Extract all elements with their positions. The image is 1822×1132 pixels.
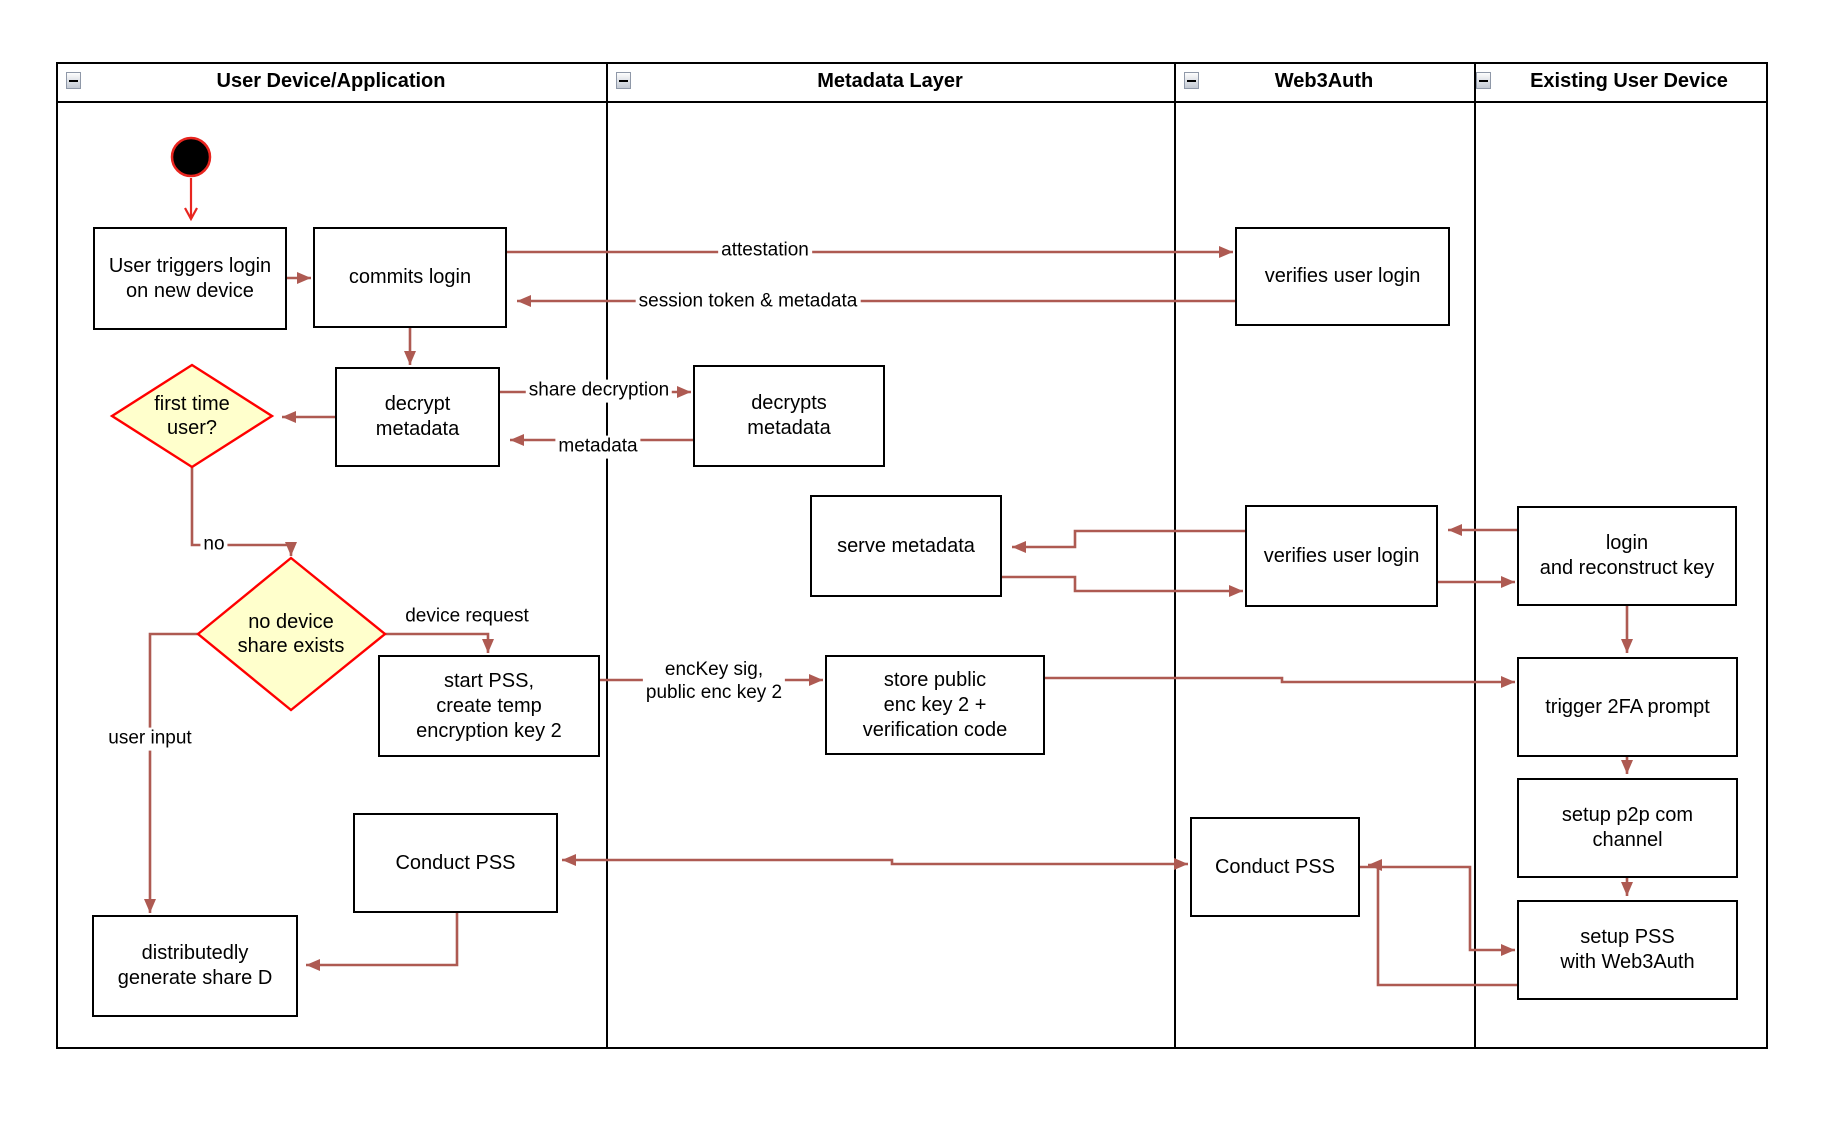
lane-title: Existing User Device [1530, 70, 1728, 92]
minus-icon[interactable] [66, 72, 81, 89]
node-store-public-key[interactable]: store public enc key 2 + verification co… [825, 655, 1045, 755]
node-verifies-user-login-top[interactable]: verifies user login [1235, 227, 1450, 326]
lane-header-metadata-layer: Metadata Layer [608, 62, 1172, 101]
node-conduct-pss-web3auth[interactable]: Conduct PSS [1190, 817, 1360, 917]
node-serve-metadata[interactable]: serve metadata [810, 495, 1002, 597]
edge-label-device-request: device request [402, 605, 532, 629]
pool-frame [56, 62, 1768, 1049]
minus-icon[interactable] [1184, 72, 1199, 89]
node-start-pss[interactable]: start PSS, create temp encryption key 2 [378, 655, 600, 757]
node-setup-pss[interactable]: setup PSS with Web3Auth [1517, 900, 1738, 1000]
node-conduct-pss-app[interactable]: Conduct PSS [353, 813, 558, 913]
node-user-triggers-login[interactable]: User triggers login on new device [93, 227, 287, 330]
header-divider [56, 101, 1768, 103]
lane-title: Metadata Layer [817, 70, 963, 92]
node-commits-login[interactable]: commits login [313, 227, 507, 328]
minus-icon[interactable] [1476, 72, 1491, 89]
edge-label-share-decryption: share decryption [525, 379, 673, 403]
edge-label-attestation: attestation [718, 239, 812, 263]
minus-icon[interactable] [616, 72, 631, 89]
lane-separator-2 [1174, 62, 1176, 1049]
lane-header-user-device: User Device/Application [58, 62, 604, 101]
edge-label-session-token: session token & metadata [635, 290, 861, 314]
lane-title: Web3Auth [1274, 70, 1374, 92]
decision-label-no-device-share: no device share exists [237, 611, 345, 657]
node-decrypt-metadata[interactable]: decrypt metadata [335, 367, 500, 467]
node-setup-p2p[interactable]: setup p2p com channel [1517, 778, 1738, 878]
node-trigger-2fa[interactable]: trigger 2FA prompt [1517, 657, 1738, 757]
edge-label-enckey: encKey sig, public enc key 2 [642, 659, 786, 705]
edge-label-metadata: metadata [555, 435, 641, 459]
node-verifies-user-login-mid[interactable]: verifies user login [1245, 505, 1438, 607]
node-decrypts-metadata[interactable]: decrypts metadata [693, 365, 885, 467]
lane-header-web3auth: Web3Auth [1176, 62, 1472, 101]
edge-label-user-input: user input [105, 727, 195, 751]
node-distributedly-generate[interactable]: distributedly generate share D [92, 915, 298, 1017]
lane-header-existing-device: Existing User Device [1490, 62, 1768, 101]
lane-title: User Device/Application [216, 70, 446, 92]
decision-label-first-time-user: first time user? [154, 393, 230, 439]
edge-label-no: no [200, 533, 228, 557]
lane-separator-1 [606, 62, 608, 1049]
node-login-reconstruct-key[interactable]: login and reconstruct key [1517, 506, 1737, 606]
lane-separator-3 [1474, 62, 1476, 1049]
